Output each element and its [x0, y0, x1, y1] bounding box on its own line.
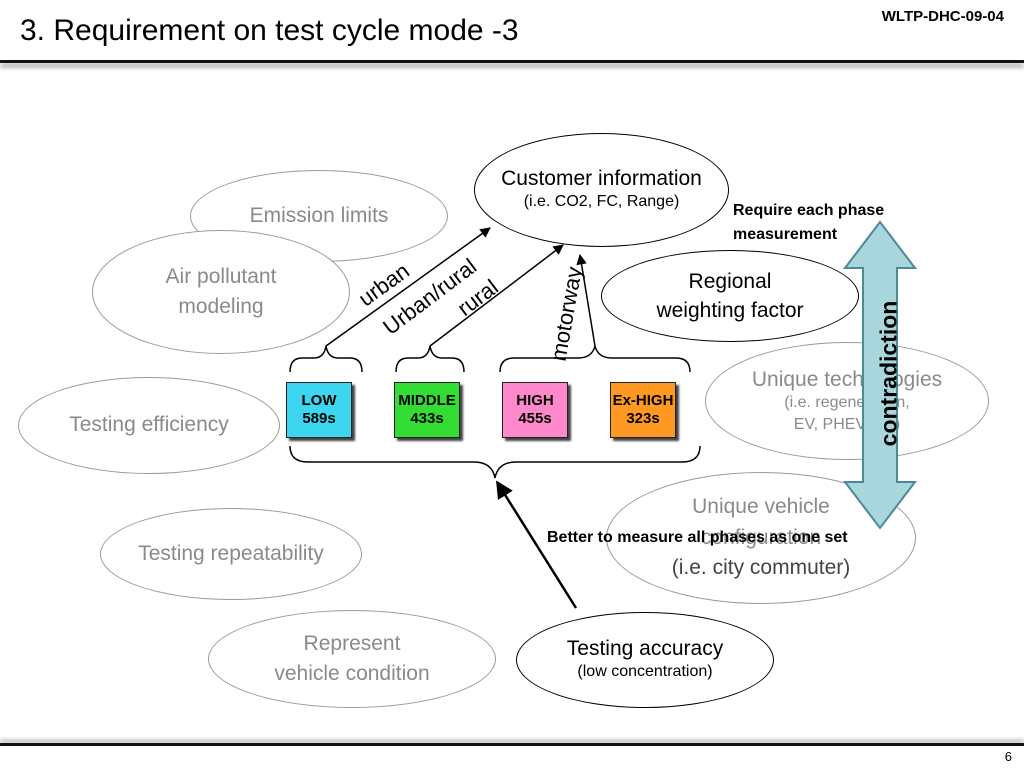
regional-line1: Regional	[688, 269, 772, 293]
phase-low-name: LOW	[301, 392, 337, 409]
brace-low	[289, 345, 363, 373]
unique-vehicle-sub: (i.e. city commuter)	[671, 556, 851, 580]
represent-vehicle-line1: Represent	[303, 631, 401, 655]
phase-low-box: LOW 589s	[286, 382, 352, 438]
require-each-phase-note: Require each phase measurement	[733, 199, 884, 247]
unique-vehicle-title2: configuration	[700, 525, 822, 549]
phase-low-duration: 589s	[302, 410, 336, 427]
slide-title: 3. Requirement on test cycle mode -3	[20, 14, 519, 47]
document-id: WLTP-DHC-09-04	[881, 8, 1004, 25]
phase-exhigh-duration: 323s	[626, 410, 660, 427]
brace-high-exhigh	[499, 345, 691, 373]
testing-efficiency-label: Testing efficiency	[69, 413, 229, 437]
phase-exhigh-box: Ex-HIGH 323s	[610, 382, 676, 438]
phase-high-box: HIGH 455s	[502, 382, 568, 438]
phase-high-name: HIGH	[516, 392, 554, 409]
phase-exhigh-name: Ex-HIGH	[612, 392, 674, 409]
phase-middle-name: MIDDLE	[398, 392, 456, 409]
testing-accuracy-title: Testing accuracy	[566, 637, 724, 661]
regional-weighting-ellipse: Regional weighting factor	[601, 250, 859, 342]
represent-vehicle-line2: vehicle condition	[274, 662, 430, 685]
air-pollutant-line2: modeling	[178, 295, 264, 318]
customer-information-sub: (i.e. CO2, FC, Range)	[523, 193, 680, 211]
customer-information-ellipse: Customer information (i.e. CO2, FC, Rang…	[474, 133, 729, 247]
brace-all-phases	[289, 445, 701, 479]
emission-limits-label: Emission limits	[249, 203, 389, 227]
better-measure-note: Better to measure all phases as one set	[547, 529, 848, 546]
footer-divider	[0, 743, 1024, 746]
regional-line2: weighting factor	[656, 299, 804, 322]
phase-middle-duration: 433s	[410, 410, 444, 427]
air-pollutant-modeling-ellipse: Air pollutant modeling	[92, 230, 350, 354]
represent-vehicle-ellipse: Represent vehicle condition	[208, 610, 496, 708]
page-number: 6	[1004, 749, 1012, 764]
title-divider	[0, 60, 1024, 63]
testing-accuracy-ellipse: Testing accuracy (low concentration)	[516, 612, 774, 708]
require-note-line2: measurement	[733, 226, 838, 243]
testing-repeatability-ellipse: Testing repeatability	[100, 508, 362, 600]
require-note-line1: Require each phase	[733, 202, 885, 219]
urban-rural-arrow	[429, 244, 564, 347]
contradiction-arrow	[842, 220, 918, 530]
air-pollutant-line1: Air pollutant	[165, 264, 277, 288]
testing-accuracy-sub: (low concentration)	[577, 663, 713, 681]
unique-vehicle-ellipse: Unique vehicle configuration (i.e. city …	[606, 472, 916, 604]
testing-efficiency-ellipse: Testing efficiency	[18, 377, 280, 474]
accuracy-arrow	[495, 480, 578, 609]
customer-information-title: Customer information	[501, 167, 702, 191]
urban-arrow	[325, 227, 491, 347]
testing-repeatability-label: Testing repeatability	[138, 541, 324, 565]
contradiction-label: contradiction	[875, 300, 902, 447]
motorway-arrow	[576, 253, 596, 347]
phase-high-duration: 455s	[518, 410, 552, 427]
phase-middle-box: MIDDLE 433s	[394, 382, 460, 438]
unique-vehicle-title1: Unique vehicle	[692, 495, 830, 519]
brace-middle	[395, 345, 465, 373]
